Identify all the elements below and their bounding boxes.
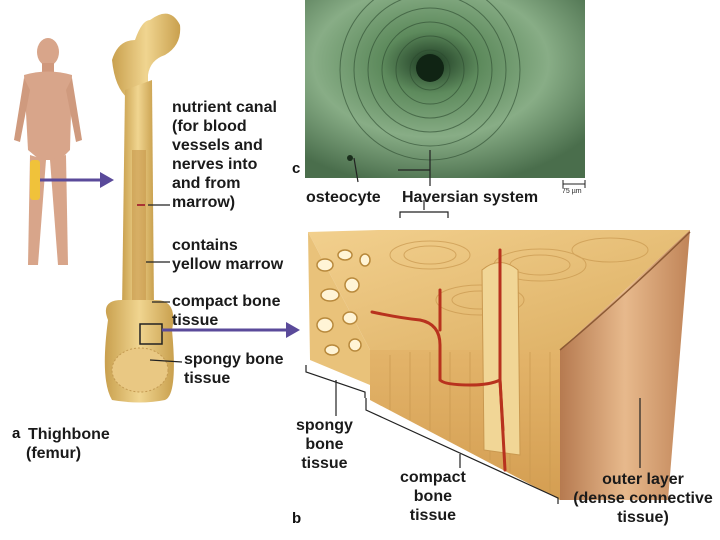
label-yellow-marrow: contains yellow marrow [172, 236, 283, 274]
label-nutrient-canal: nutrient canal (for blood vessels and ne… [172, 98, 277, 212]
highlighted-femur [30, 160, 40, 200]
label-spongy-bone-lower: spongy bone tissue [296, 416, 353, 473]
human-figure [14, 38, 82, 265]
label-compact-bone-upper: compact bone tissue [172, 292, 280, 330]
label-spongy-bone-upper: spongy bone tissue [184, 350, 284, 388]
label-haversian-system: Haversian system [402, 188, 538, 207]
panel-a-letter: a [12, 425, 20, 442]
label-osteocyte: osteocyte [306, 188, 381, 207]
label-thighbone-sub: (femur) [26, 444, 81, 463]
label-scale: 75 µm [562, 188, 582, 195]
micrograph [305, 0, 585, 186]
label-thighbone-title: Thighbone [28, 425, 110, 444]
scale-bar [563, 180, 585, 188]
label-outer-layer: outer layer (dense connective tissue) [566, 470, 720, 527]
label-compact-bone-lower: compact bone tissue [400, 468, 466, 525]
femur [105, 14, 180, 403]
panel-c-letter: c [292, 160, 300, 177]
panel-b-letter: b [292, 510, 301, 527]
